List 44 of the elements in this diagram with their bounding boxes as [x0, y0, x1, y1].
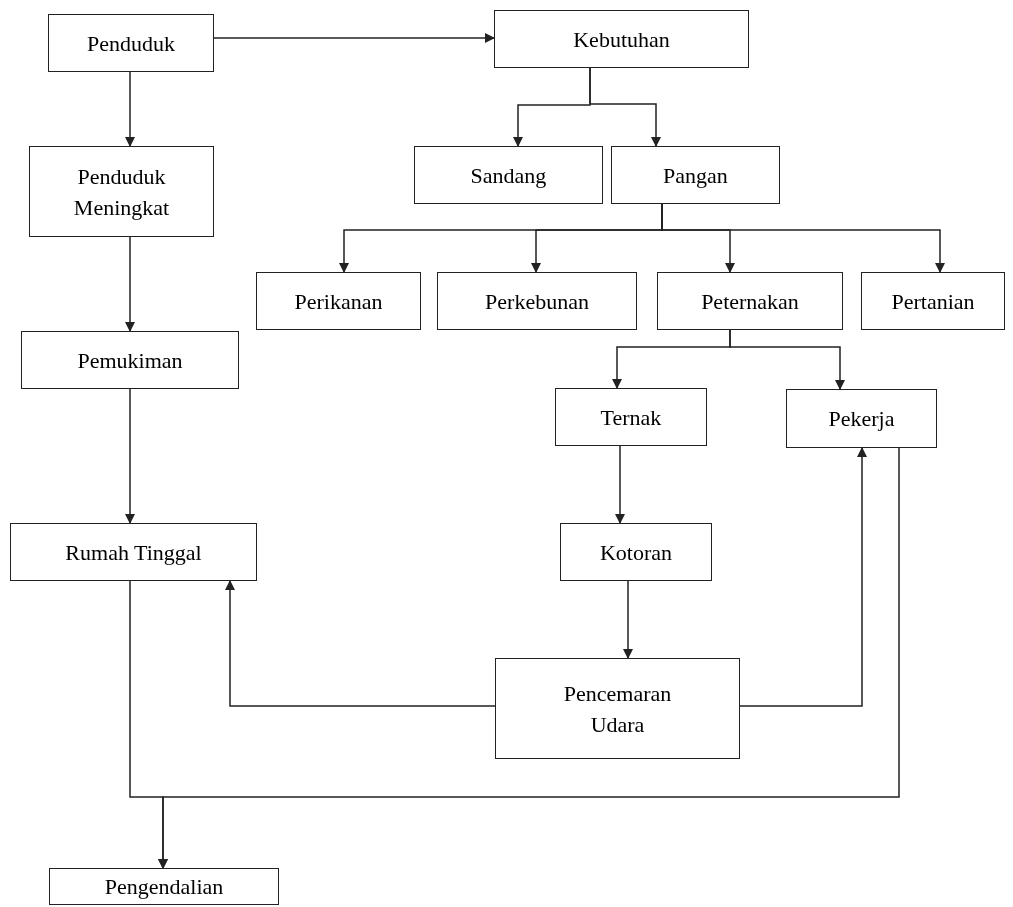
arrow: [158, 447, 900, 869]
box-label: Rumah Tinggal: [65, 538, 202, 567]
box-label: Penduduk Meningkat: [72, 162, 171, 222]
box-label: Pangan: [663, 161, 728, 190]
arrow: [125, 71, 135, 147]
process-box: [10, 523, 257, 581]
arrow: [615, 445, 625, 524]
process-box: [48, 14, 214, 72]
arrow: [125, 236, 135, 332]
process-box: [560, 523, 712, 581]
process-box: [611, 146, 780, 204]
box-label: Penduduk: [87, 29, 175, 58]
arrow: [589, 67, 661, 147]
arrow: [125, 388, 135, 524]
process-box: [49, 868, 279, 905]
process-box: [786, 389, 937, 448]
arrow: [225, 580, 496, 707]
box-label: Pencemaran Udara: [562, 679, 673, 739]
box-label: Pemukiman: [77, 346, 183, 375]
process-box: [494, 10, 749, 68]
box-label: Pekerja: [828, 405, 895, 433]
process-box: [414, 146, 603, 204]
box-label: Perkebunan: [485, 287, 589, 316]
process-box: [256, 272, 421, 330]
box-label: Kotoran: [599, 538, 673, 567]
process-box: [21, 331, 239, 389]
arrow: [623, 580, 633, 659]
box-label: Pertanian: [891, 287, 975, 316]
arrow: [661, 203, 945, 273]
process-box: [29, 146, 214, 237]
box-label: Pengendalian: [104, 873, 224, 901]
box-label: Perikanan: [294, 287, 383, 316]
process-box: [861, 272, 1005, 330]
process-box: [555, 388, 707, 446]
box-label: Kebutuhan: [573, 25, 670, 54]
arrow: [213, 33, 495, 43]
box-label: Peternakan: [701, 287, 799, 316]
process-box: [437, 272, 637, 330]
box-label: Sandang: [470, 161, 547, 190]
process-box: [495, 658, 740, 759]
box-label: Ternak: [600, 403, 662, 432]
arrow: [729, 329, 845, 390]
process-box: [657, 272, 843, 330]
arrow: [739, 447, 867, 707]
